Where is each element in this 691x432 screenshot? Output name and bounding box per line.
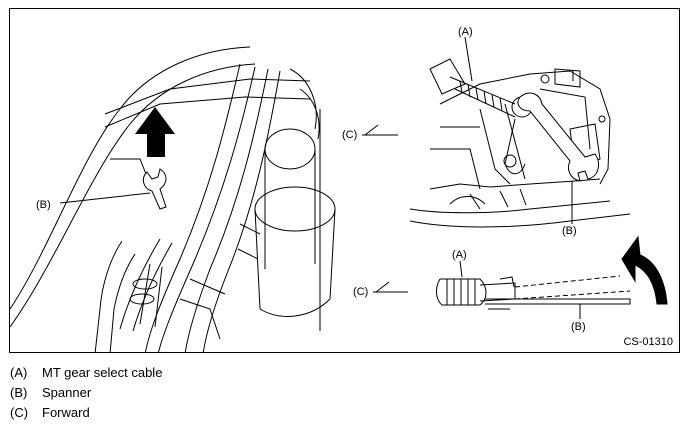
- bottom-schematic-drawing: [436, 260, 631, 319]
- legend-item-a: (A) MT gear select cable: [10, 365, 162, 385]
- callout-left-b: (B): [36, 199, 51, 211]
- legend-text: Forward: [42, 405, 90, 420]
- engine-bay-drawing: [10, 46, 336, 352]
- left-spanner-drawing: [142, 168, 167, 210]
- callout-top-c: (C): [342, 129, 358, 141]
- legend-key: (B): [10, 385, 28, 400]
- callout-bottom-b: (B): [571, 321, 586, 333]
- legend-key: (C): [10, 405, 29, 420]
- legend-item-b: (B) Spanner: [10, 385, 162, 405]
- legend-item-c: (C) Forward: [10, 405, 162, 425]
- top-cable-boot-drawing: [429, 58, 533, 175]
- legend-text: MT gear select cable: [42, 365, 163, 380]
- top-spanner-drawing: [517, 92, 599, 182]
- legend-text: Spanner: [42, 385, 92, 400]
- up-arrow-icon: [135, 107, 175, 157]
- transmission-drawing: [409, 68, 631, 228]
- callout-bottom-a: (A): [452, 249, 467, 261]
- callout-top-a: (A): [458, 26, 473, 38]
- illustration-drawing: [10, 36, 668, 352]
- rotation-arrow-drawing: [621, 235, 668, 305]
- figure-code: CS-01310: [623, 336, 673, 348]
- legend-key: (A): [10, 365, 28, 380]
- callout-bottom-c: (C): [353, 286, 369, 298]
- legend: (A) MT gear select cable (B) Spanner (C)…: [10, 365, 162, 425]
- illustration-frame: (B) (A) (C) (B) (A) (C) (B) CS-01310: [9, 8, 680, 353]
- callout-top-b: (B): [562, 225, 577, 237]
